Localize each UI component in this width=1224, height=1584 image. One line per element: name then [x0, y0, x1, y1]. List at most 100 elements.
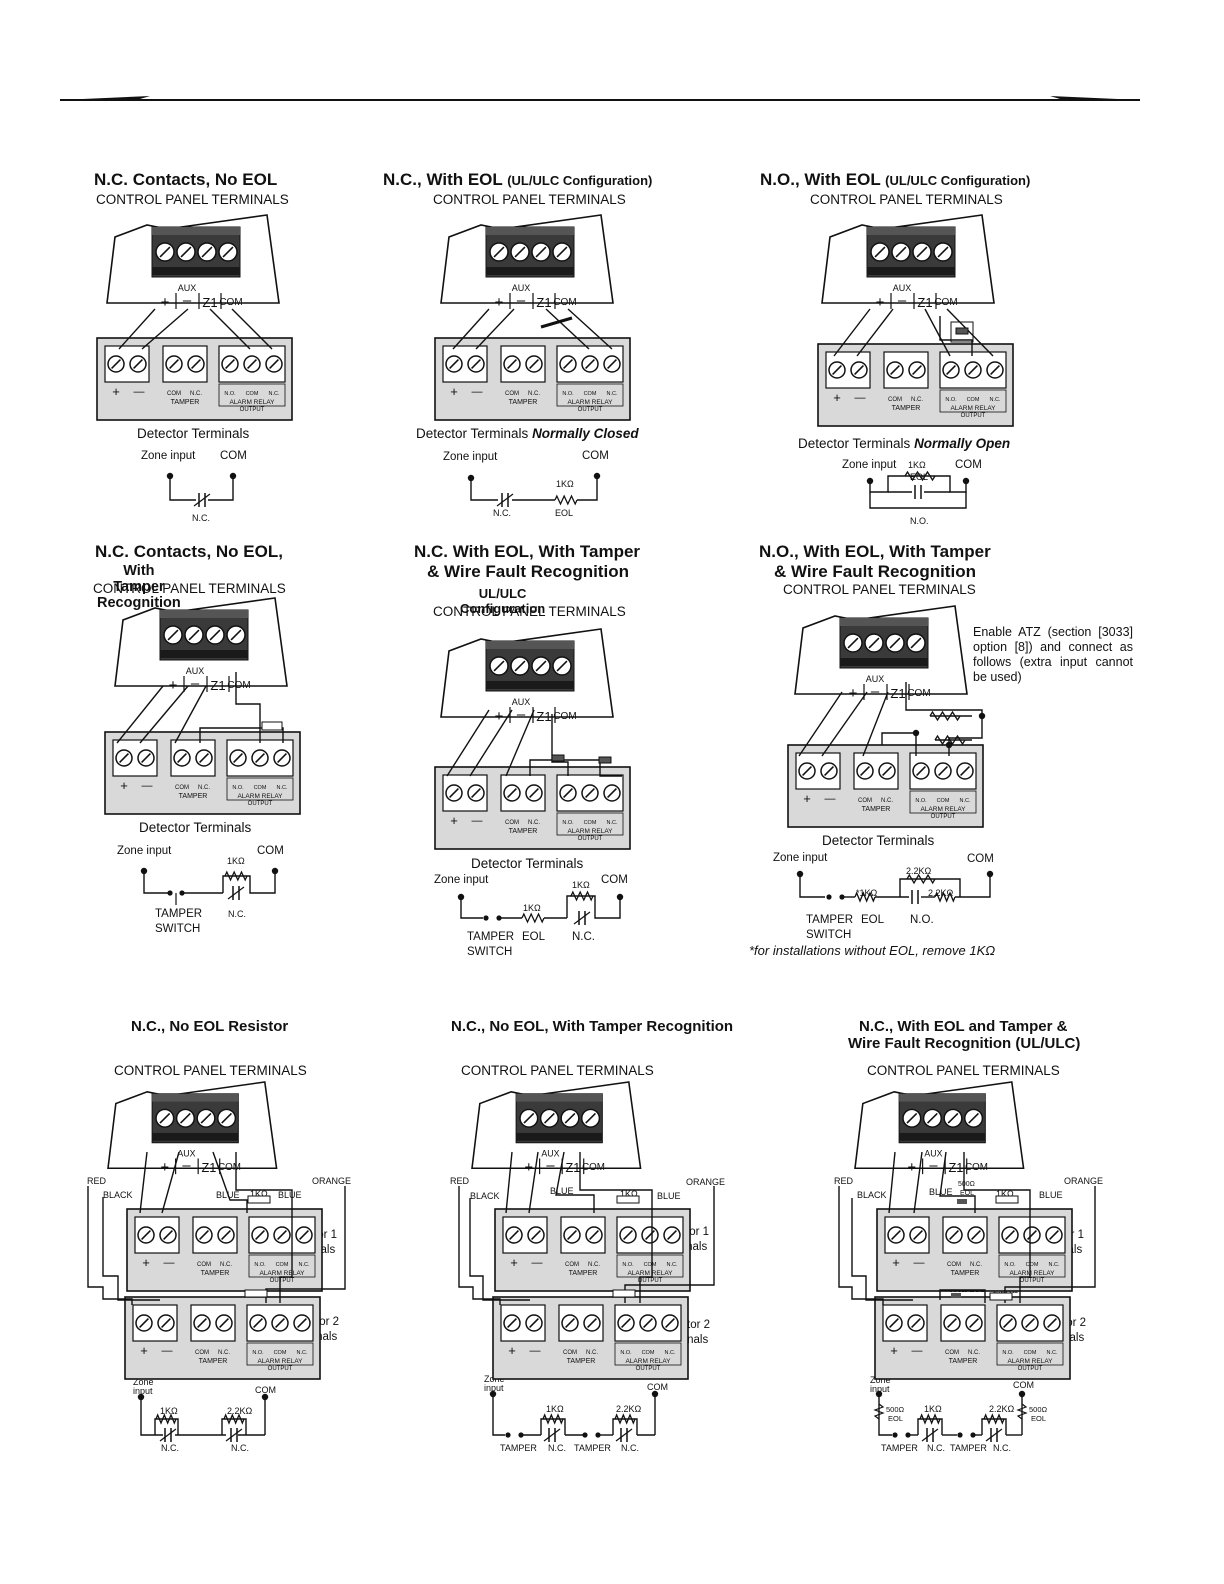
screw-slot — [912, 365, 922, 375]
terminal-label: COM — [937, 798, 950, 804]
screw-terminal — [445, 355, 463, 373]
screw-terminal — [195, 749, 213, 767]
minus-label: — — [472, 815, 483, 827]
screw-terminal — [986, 361, 1004, 379]
panel-title: N.C. Contacts, No EOL, — [95, 542, 283, 561]
detector-box — [434, 337, 631, 421]
node — [912, 729, 920, 737]
screw-terminal — [552, 242, 572, 262]
screw-slot — [906, 1112, 918, 1124]
terminal-block-base — [840, 658, 928, 666]
panel-title: N.O., With EOL (UL/ULC Configuration) — [760, 170, 1031, 189]
screw-terminal — [489, 656, 509, 676]
wire — [193, 493, 211, 507]
wire — [139, 1151, 148, 1214]
schem-com-label: COM — [955, 459, 982, 471]
wire — [212, 1151, 248, 1213]
screw-terminal — [908, 361, 926, 379]
z1-label: Z1 — [210, 678, 225, 693]
wire-res2-label: 2.2KΩ — [993, 1285, 1019, 1295]
schem-tamper-label: TAMPER — [155, 908, 203, 920]
aux-label: AUX — [178, 283, 197, 293]
plus-label: + — [525, 1160, 534, 1176]
wire-500-label: 500Ω — [958, 1181, 975, 1188]
wire — [838, 1186, 884, 1305]
screw-terminal — [850, 361, 868, 379]
tamper-node — [826, 894, 832, 900]
screw-slot — [643, 1318, 653, 1328]
terminal-box — [909, 752, 977, 790]
minus-label: — — [912, 1345, 923, 1357]
screw-terminal — [503, 1314, 521, 1332]
screw-terminal — [828, 361, 846, 379]
panel-title: N.C. Contacts, No EOL — [94, 170, 278, 189]
wire-red-label: RED — [450, 1176, 470, 1186]
screw-terminal — [820, 762, 838, 780]
screw-terminal — [249, 1314, 267, 1332]
terminal-label: N.C. — [607, 391, 618, 397]
wire — [566, 895, 621, 919]
schem-res-label: 1KΩ — [546, 1404, 564, 1414]
screw-terminal — [445, 784, 463, 802]
wire — [460, 897, 483, 919]
schem-nc-label: N.C. — [493, 508, 511, 518]
minus-label: — — [855, 392, 866, 404]
screw-slot — [889, 637, 901, 649]
screw-terminal — [229, 749, 247, 767]
screw-terminal — [226, 625, 246, 645]
terminal-label: N.O. — [252, 1350, 264, 1356]
screw-slot — [255, 1230, 265, 1240]
panel-title-2: Wire Fault Recognition (UL/ULC) — [848, 1035, 1081, 1052]
schem-nc-label: N.C. — [572, 931, 595, 943]
relay-bracket — [556, 812, 624, 836]
screw-terminal — [934, 762, 952, 780]
screw-slot — [141, 1230, 151, 1240]
terminal-label: COM — [274, 1350, 287, 1356]
screw-terminal — [999, 1314, 1017, 1332]
minus-label: – — [546, 1158, 555, 1174]
plus-label: + — [169, 677, 178, 694]
screw-slot — [960, 766, 970, 776]
node — [457, 893, 465, 901]
screw-terminal — [467, 355, 485, 373]
wire — [577, 476, 598, 501]
screw-terminal — [155, 1108, 175, 1128]
panel-outline — [440, 214, 614, 304]
screw-terminal — [581, 1108, 601, 1128]
screw-terminal — [887, 1226, 905, 1244]
resistor — [934, 734, 966, 746]
tamper-label: TAMPER — [567, 1358, 596, 1365]
panel-outline — [106, 214, 280, 304]
minus-label: — — [825, 793, 836, 805]
aux-label: AUX — [924, 1148, 942, 1158]
alarm-relay-label: ALARM RELAY — [627, 1270, 673, 1277]
screw-terminal — [505, 1226, 523, 1244]
screw-slot — [556, 246, 568, 258]
tamper-node — [839, 894, 845, 900]
output-label: OUTPUT — [1018, 1366, 1043, 1372]
screw-terminal — [265, 355, 283, 373]
screw-slot — [253, 1318, 263, 1328]
detector-label: Detector Terminals Normally Closed — [416, 426, 639, 441]
alarm-relay-label: ALARM RELAY — [567, 828, 613, 835]
screw-terminal — [561, 1314, 579, 1332]
screw-slot — [889, 1318, 899, 1328]
screw-slot — [523, 1112, 535, 1124]
terminal-label: N.C. — [1047, 1350, 1058, 1356]
panel-title-2: & Wire Fault Recognition — [774, 562, 976, 581]
wire — [102, 1197, 160, 1301]
z1-label: Z1 — [917, 295, 932, 310]
terminal-block-base — [899, 1132, 986, 1141]
terminal-label: N.O. — [945, 397, 957, 403]
screw-terminal — [864, 633, 884, 653]
tamper-label: TAMPER — [201, 1270, 230, 1277]
resistor — [1016, 1403, 1028, 1420]
output-label: OUTPUT — [1020, 1278, 1045, 1284]
output-label: OUTPUT — [240, 407, 265, 413]
relay-bracket — [996, 1342, 1064, 1366]
wire — [231, 308, 273, 350]
output-label: OUTPUT — [961, 413, 986, 419]
plus-label: + — [510, 1255, 518, 1270]
